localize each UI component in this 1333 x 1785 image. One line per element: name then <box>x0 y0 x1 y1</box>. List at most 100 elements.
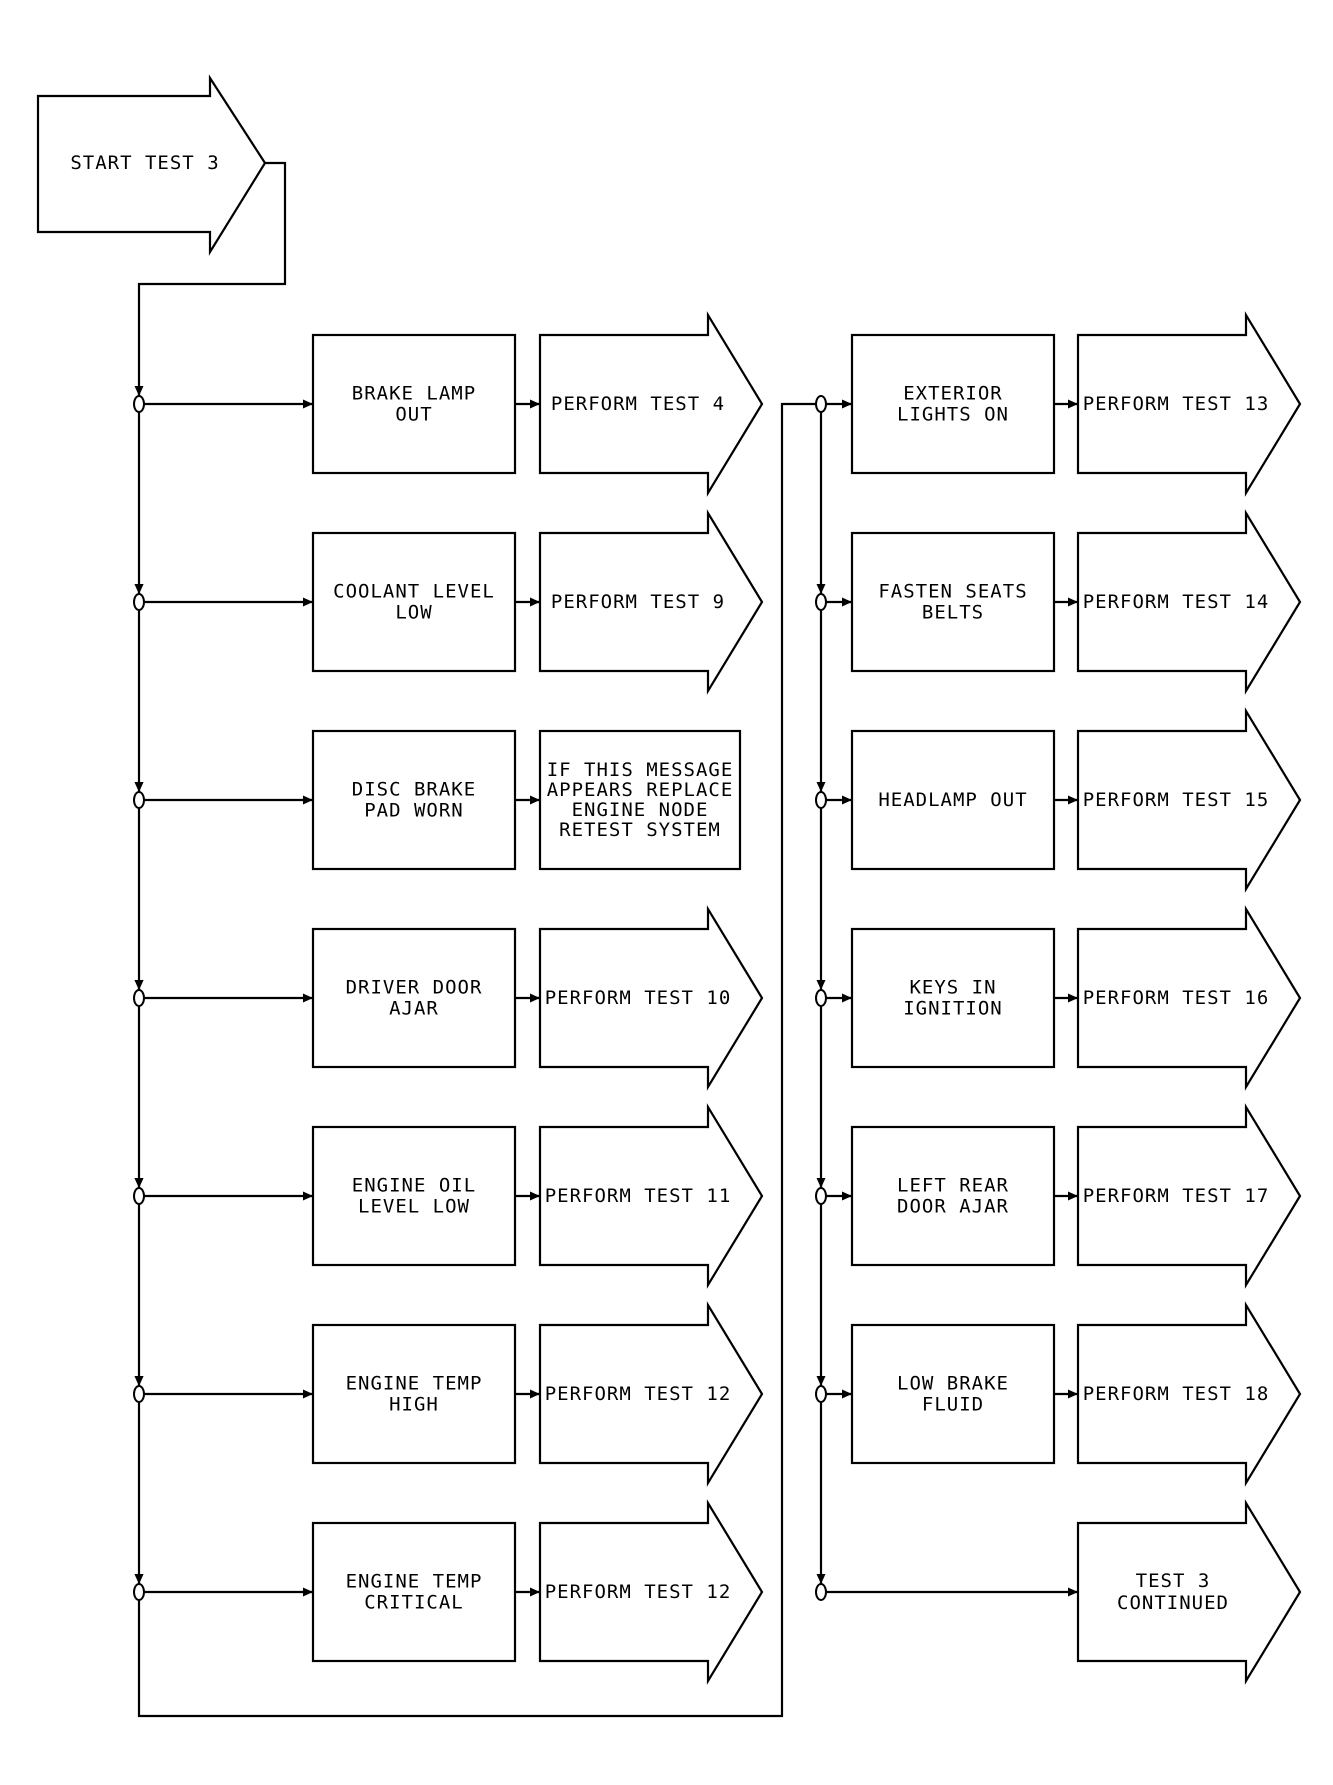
right-row-6-condition-box <box>850 1323 1056 1465</box>
continuation-label: CONTINUED <box>1117 1592 1229 1614</box>
right-row-2-bus-arrowhead <box>816 782 826 792</box>
right-row-4-bus-arrowhead <box>816 1178 826 1188</box>
right-bus-entry-node <box>815 395 827 413</box>
right-row-1-action-arrowhead <box>1068 399 1078 409</box>
right-row-4-action-arrowhead <box>1068 993 1078 1003</box>
right-row-5-action-arrow <box>1076 1103 1302 1289</box>
left-row-1-branch-arrowhead <box>303 399 313 409</box>
left-row-1-action-label: PERFORM TEST 4 <box>551 393 725 415</box>
right-row-1-condition-box <box>850 333 1056 475</box>
left-row-5-action-arrowhead <box>530 1191 540 1201</box>
left-row-4-condition-box <box>311 927 517 1069</box>
left-row-7-condition-box <box>311 1521 517 1663</box>
right-row-2-branch-arrowhead <box>842 597 852 607</box>
right-row-4-branch-arrowhead <box>842 993 852 1003</box>
start-arrow <box>36 74 267 256</box>
left-row-7-branch-arrowhead <box>303 1587 313 1597</box>
left-row-1-condition-box <box>311 333 517 475</box>
left-row-3-action-box <box>538 729 742 871</box>
left-row-3-action-label: ENGINE NODE <box>572 799 709 821</box>
continuation-arrow <box>1076 1499 1302 1685</box>
left-row-6-action-arrow <box>538 1301 764 1487</box>
right-row-6-action-arrowhead <box>1068 1389 1078 1399</box>
right-row-6-branch-arrowhead <box>842 1389 852 1399</box>
left-row-7-action-arrow <box>538 1499 764 1685</box>
right-row-4-action-arrow <box>1076 905 1302 1091</box>
left-row-4-condition-label: AJAR <box>389 998 439 1020</box>
right-row-4-condition-label: IGNITION <box>903 998 1003 1020</box>
right-row-2-action-arrowhead <box>1068 597 1078 607</box>
left-row-3-entry-arrowhead <box>134 782 144 792</box>
right-row-1-condition-label: LIGHTS ON <box>897 404 1009 426</box>
right-row-3-branch-arrowhead <box>842 795 852 805</box>
left-row-7-junction-node <box>133 1583 145 1601</box>
left-row-3-action-arrowhead <box>530 795 540 805</box>
right-row-5-condition-label: LEFT REAR <box>897 1175 1009 1197</box>
right-row-2-condition-label: BELTS <box>922 602 984 624</box>
left-row-5-condition-box <box>311 1125 517 1267</box>
right-row-2-action-arrow <box>1076 509 1302 695</box>
left-row-3-action-label: IF THIS MESSAGE <box>547 759 734 781</box>
right-row-1-condition-label: EXTERIOR <box>903 383 1003 405</box>
left-row-7-condition-label: ENGINE TEMP <box>346 1571 483 1593</box>
left-row-6-condition-box <box>311 1323 517 1465</box>
left-row-1-junction-node <box>133 395 145 413</box>
right-row-1-action-arrow <box>1076 311 1302 497</box>
right-row-5-condition-box <box>850 1125 1056 1267</box>
left-row-3-action-label: RETEST SYSTEM <box>559 819 721 841</box>
left-row-2-entry-arrowhead <box>134 584 144 594</box>
right-row-5-action-label: PERFORM TEST 17 <box>1083 1185 1270 1207</box>
continuation-label: TEST 3 <box>1136 1570 1211 1592</box>
left-row-3-action-label: APPEARS REPLACE <box>547 779 734 801</box>
left-row-6-condition-label: HIGH <box>389 1394 439 1416</box>
right-row-5-branch-arrowhead <box>842 1191 852 1201</box>
right-row-4-condition-label: KEYS IN <box>909 977 996 999</box>
right-row-3-junction-node <box>815 791 827 809</box>
left-row-4-junction-node <box>133 989 145 1007</box>
right-row-3-action-arrowhead <box>1068 795 1078 805</box>
right-row-6-action-label: PERFORM TEST 18 <box>1083 1383 1270 1405</box>
left-row-5-junction-node <box>133 1187 145 1205</box>
left-row-2-action-label: PERFORM TEST 9 <box>551 591 725 613</box>
right-row-5-junction-node <box>815 1187 827 1205</box>
right-row-5-action-arrowhead <box>1068 1191 1078 1201</box>
left-row-3-branch-arrowhead <box>303 795 313 805</box>
right-row-1-bus-arrowhead <box>816 584 826 594</box>
left-row-6-condition-label: ENGINE TEMP <box>346 1373 483 1395</box>
left-row-7-condition-label: CRITICAL <box>364 1592 464 1614</box>
right-row-1-branch-arrowhead <box>842 399 852 409</box>
left-row-3-condition-box <box>311 729 517 871</box>
continuation-junction-node <box>815 1583 827 1601</box>
left-row-2-condition-label: COOLANT LEVEL <box>333 581 495 603</box>
left-row-3-condition-label: DISC BRAKE <box>352 779 476 801</box>
right-row-2-condition-box <box>850 531 1056 673</box>
left-row-5-entry-arrowhead <box>134 1178 144 1188</box>
left-row-6-branch-arrowhead <box>303 1389 313 1399</box>
left-row-4-condition-label: DRIVER DOOR <box>346 977 483 999</box>
left-row-7-action-label: PERFORM TEST 12 <box>545 1581 732 1603</box>
right-row-3-action-arrow <box>1076 707 1302 893</box>
right-row-5-condition-label: DOOR AJAR <box>897 1196 1009 1218</box>
left-row-2-action-arrowhead <box>530 597 540 607</box>
left-row-2-branch-arrowhead <box>303 597 313 607</box>
left-row-6-action-arrowhead <box>530 1389 540 1399</box>
right-row-5-bus-arrowhead <box>816 1376 826 1386</box>
left-row-7-entry-arrowhead <box>134 1574 144 1584</box>
right-row-2-junction-node <box>815 593 827 611</box>
left-row-2-condition-box <box>311 531 517 673</box>
connector-lines <box>134 161 1078 1718</box>
continuation-arrowhead <box>1068 1587 1078 1597</box>
left-row-6-action-label: PERFORM TEST 12 <box>545 1383 732 1405</box>
right-row-4-condition-box <box>850 927 1056 1069</box>
right-row-4-junction-node <box>815 989 827 1007</box>
left-row-3-condition-label: PAD WORN <box>364 800 464 822</box>
left-row-4-action-arrow <box>538 905 764 1091</box>
right-row-1-action-label: PERFORM TEST 13 <box>1083 393 1270 415</box>
right-row-6-condition-label: LOW BRAKE <box>897 1373 1009 1395</box>
left-row-6-junction-node <box>133 1385 145 1403</box>
right-row-6-junction-node <box>815 1385 827 1403</box>
right-row-3-condition-box <box>850 729 1056 871</box>
left-row-2-condition-label: LOW <box>395 602 432 624</box>
